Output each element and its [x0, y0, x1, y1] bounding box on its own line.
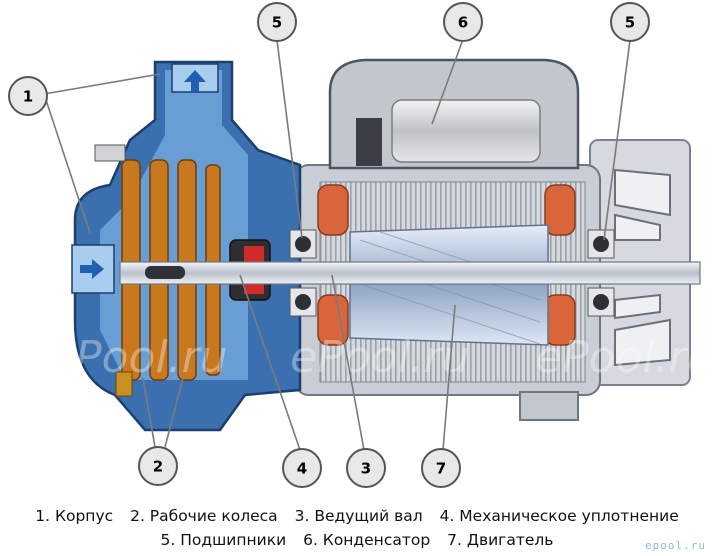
inlet-port: [71, 244, 115, 294]
corner-logo: epool.ru: [645, 539, 706, 552]
leader-lines: [43, 39, 631, 451]
bearing-front: [289, 229, 317, 317]
outlet-flow-arrow-icon: [184, 70, 206, 92]
svg-text:5: 5: [625, 14, 635, 32]
svg-text:1: 1: [23, 88, 33, 106]
shaft-key: [145, 266, 185, 279]
legend-item-mechanical-seal: 4. Механическое уплотнение: [439, 507, 679, 525]
bearing-rear: [587, 229, 615, 317]
legend-item-impellers: 2. Рабочие колеса: [130, 507, 278, 525]
legend-item-bearings: 5. Подшипники: [160, 531, 287, 549]
pump-cutaway-diagram: ePool.ru ePool.ru ePool.ru 1 5 6 5 2 4: [8, 2, 714, 488]
drive-shaft: [119, 261, 701, 285]
callout-4: 4: [282, 448, 322, 488]
callout-2: 2: [138, 446, 178, 486]
legend-item-motor: 7. Двигатель: [447, 531, 554, 549]
vent-screw: [94, 144, 126, 162]
capacitor-clamp: [356, 118, 382, 166]
callout-7: 7: [421, 448, 461, 488]
callout-1: 1: [8, 76, 48, 116]
drain-plug: [115, 371, 133, 397]
svg-text:3: 3: [361, 460, 371, 478]
svg-text:6: 6: [458, 14, 468, 32]
callout-6: 6: [443, 2, 483, 42]
watermark-1: ePool.ru: [48, 332, 228, 383]
watermark-2: ePool.ru: [290, 332, 470, 383]
parts-legend: 1. Корпус 2. Рабочие колеса 3. Ведущий в…: [0, 504, 714, 552]
watermark-layer: ePool.ru ePool.ru ePool.ru: [48, 332, 714, 383]
cooling-fan: [614, 168, 671, 367]
rotor: [349, 224, 549, 346]
watermark-3: ePool.ru: [535, 332, 714, 383]
legend-item-housing: 1. Корпус: [35, 507, 114, 525]
legend-item-capacitor: 6. Конденсатор: [303, 531, 431, 549]
svg-text:4: 4: [297, 460, 307, 478]
svg-text:5: 5: [272, 14, 282, 32]
capacitor: [391, 99, 541, 163]
stator-windings: [317, 184, 576, 346]
callout-5-front: 5: [257, 2, 297, 42]
svg-text:7: 7: [436, 460, 446, 478]
motor-foot: [519, 391, 579, 421]
legend-item-drive-shaft: 3. Ведущий вал: [294, 507, 423, 525]
callout-5-rear: 5: [610, 2, 650, 42]
callout-3: 3: [346, 448, 386, 488]
inlet-flow-arrow-icon: [80, 259, 104, 279]
svg-text:2: 2: [153, 458, 163, 476]
legend-row-1: 1. Корпус 2. Рабочие колеса 3. Ведущий в…: [0, 504, 714, 528]
legend-row-2: 5. Подшипники 6. Конденсатор 7. Двигател…: [0, 528, 714, 552]
